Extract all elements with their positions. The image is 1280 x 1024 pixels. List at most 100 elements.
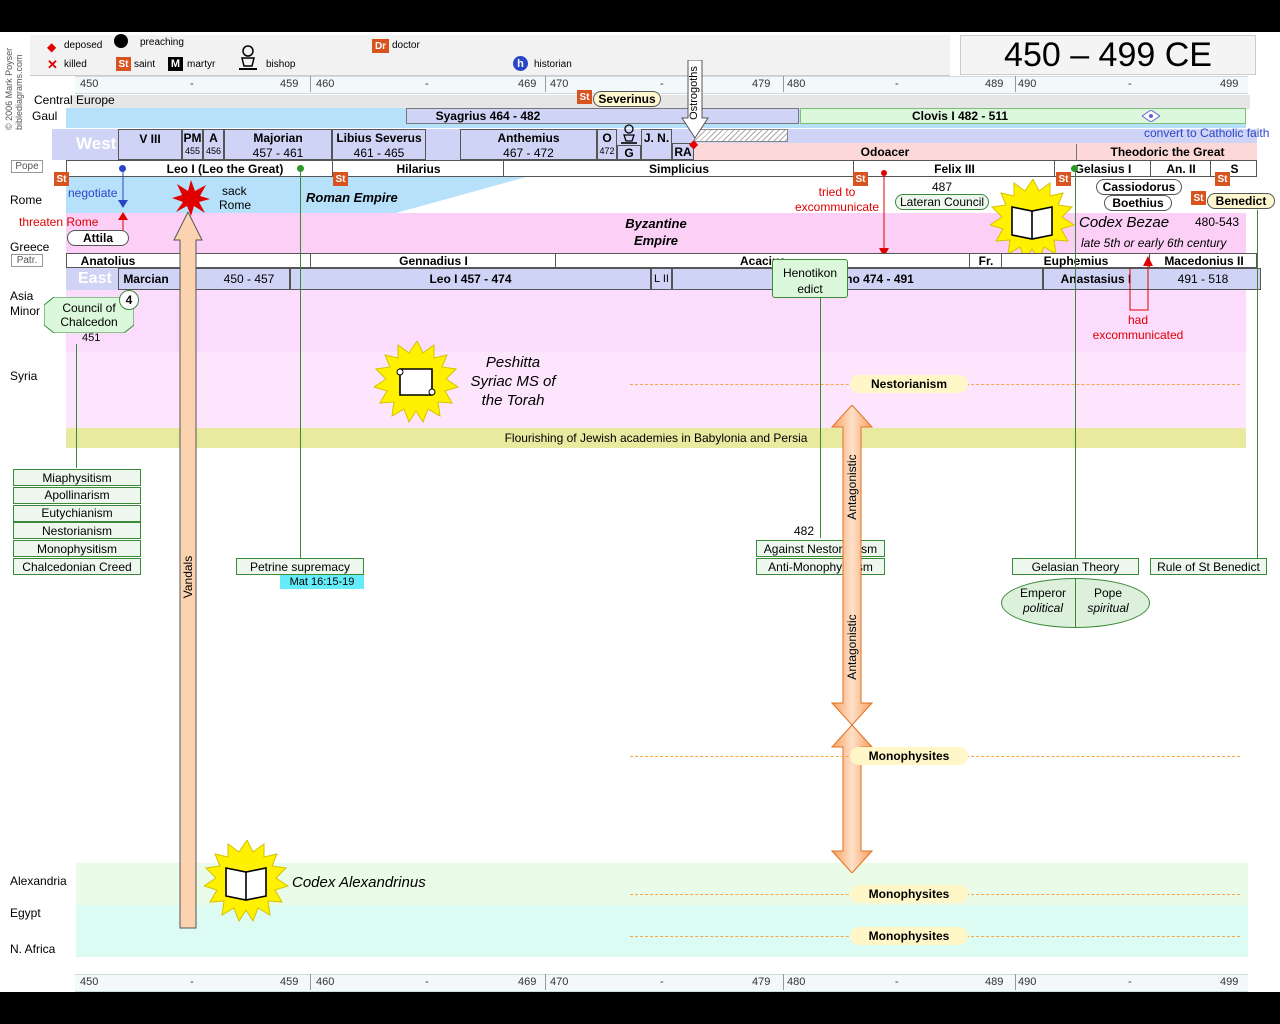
year-tick: 479 [752, 976, 771, 988]
theodoric-label: Theodoric the Great [1076, 144, 1258, 160]
zeno-box: Zeno 474 - 491 [672, 268, 1043, 290]
year-tick: 459 [280, 976, 299, 988]
julius-nepos-label: J. N. [643, 131, 670, 145]
year-tick: 470 [550, 976, 569, 988]
marcian-label: Marcian [123, 272, 169, 286]
legend-martyr: martyr [187, 59, 216, 70]
west-label: West [76, 134, 117, 153]
region-syria: Syria [10, 369, 38, 383]
nestorianism-label: Nestorianism [850, 375, 968, 393]
leo-ii-box: L II [651, 268, 672, 290]
monophysites-label-alexandria: Monophysites [850, 885, 968, 903]
petronius-year: 455 [184, 146, 201, 156]
codex-bezae-years: 480-543 [1195, 215, 1240, 229]
legend-historian: historian [534, 59, 572, 70]
saint-icon: St [577, 90, 592, 104]
ruler-separator [310, 974, 311, 990]
year-tick: 450 [80, 78, 99, 90]
year-tick: 450 [80, 976, 99, 988]
ellipse-divider [1075, 578, 1076, 628]
majorian-years: 457 - 461 [252, 146, 304, 160]
negotiate-label: negotiate [68, 186, 118, 200]
petrine-dot [297, 165, 304, 172]
lateran-council-label: Lateran Council [895, 194, 989, 210]
petrine-supremacy-label: Petrine supremacy [236, 558, 364, 575]
year-tick: 459 [280, 78, 299, 90]
year-tick: - [425, 976, 429, 988]
copyright: © 2006 Mark Poyser biblediagrams.com [4, 38, 24, 130]
patriarch-fravitta: Fr. [969, 254, 1002, 268]
ruler-separator [310, 76, 311, 92]
killed-icon: ✕ [47, 57, 58, 72]
chalcedon-line [76, 344, 77, 468]
monophysites-label: Monophysites [850, 747, 968, 765]
peshitta-line3: the Torah [481, 392, 545, 409]
julius-nepos-box: J. N. [641, 129, 672, 160]
heresy-item: Miaphysitism [13, 469, 141, 486]
rule-of-benedict-label: Rule of St Benedict [1150, 558, 1267, 575]
olybrius-year: 472 [599, 146, 615, 156]
patriarch-macedonius: Macedonius II [1149, 254, 1258, 268]
explosion-icon [172, 180, 210, 216]
byzantine-empire-label: Empire [633, 233, 679, 248]
year-tick: - [190, 976, 194, 988]
deposed-icon: ◆ [689, 137, 699, 151]
matthew-reference: Mat 16:15-19 [280, 575, 364, 589]
year-ruler-bottom [75, 974, 1248, 992]
excommunicate-label: excommunicate [794, 200, 880, 214]
year-tick: 469 [518, 976, 537, 988]
ostrogoths-label: Ostrogoths [688, 66, 700, 120]
marcian-years: 450 - 457 [223, 272, 275, 286]
codex-alexandrinus-icon [204, 840, 290, 923]
pope-leo: Leo I (Leo the Great) [166, 161, 284, 176]
theodoric-band [1076, 143, 1257, 160]
gelasian-dot [1071, 165, 1078, 172]
year-ruler-top [75, 76, 1248, 94]
region-pope: Pope [11, 160, 43, 173]
had-label: had [1127, 313, 1149, 327]
pope-gelasius: Gelasius I [1054, 161, 1151, 176]
patriarch-anatolius: Anatolius [80, 253, 136, 268]
boethius-label: Boethius [1104, 195, 1172, 211]
excommunicate-arrow [879, 170, 889, 257]
year-tick: 470 [550, 78, 569, 90]
year-tick: - [1128, 976, 1132, 988]
pope-row [66, 160, 1257, 177]
pope-simplicius: Simplicius [503, 161, 854, 176]
year-tick: 490 [1018, 976, 1037, 988]
patriarch-row [66, 253, 1257, 268]
severinus-label: Severinus [593, 91, 661, 107]
gelasian-line [1075, 170, 1076, 558]
region-alexandria: Alexandria [10, 874, 67, 888]
vandals-label-wrap: Vandals [181, 545, 197, 615]
anastasius-box [1043, 268, 1261, 290]
saint-icon: St [116, 57, 131, 71]
codex-alexandrinus-label: Codex Alexandrinus [292, 874, 426, 891]
region-gaul: Gaul [32, 109, 58, 123]
petronius-label: PM [183, 131, 202, 145]
excommunicated-arrow [1129, 256, 1153, 311]
anthemius-years: 467 - 472 [503, 146, 554, 160]
copyright-site: biblediagrams.com [14, 54, 24, 130]
heresy-item: Apollinarism [13, 486, 141, 504]
odoacer-label: Odoacer [860, 145, 910, 159]
heresy-item: Nestorianism [13, 522, 141, 540]
east-label: East [78, 270, 112, 287]
excommunicated-label: excommunicated [1092, 328, 1184, 342]
majorian-label: Majorian [253, 131, 303, 145]
year-482-label: 482 [794, 524, 815, 538]
bishop-icon [239, 45, 257, 70]
egypt-band [76, 905, 1248, 957]
negotiate-arrows [118, 170, 128, 238]
ruler-separator [783, 974, 784, 990]
odoacer-band [694, 143, 1076, 160]
libius-years: 461 - 465 [353, 146, 405, 160]
avitus-label: A [209, 131, 218, 145]
henotikon-scroll [772, 259, 848, 298]
year-tick: 480 [787, 78, 806, 90]
year-tick: 489 [985, 976, 1004, 988]
year-tick: 460 [316, 976, 335, 988]
saint-icon: St [54, 172, 69, 186]
